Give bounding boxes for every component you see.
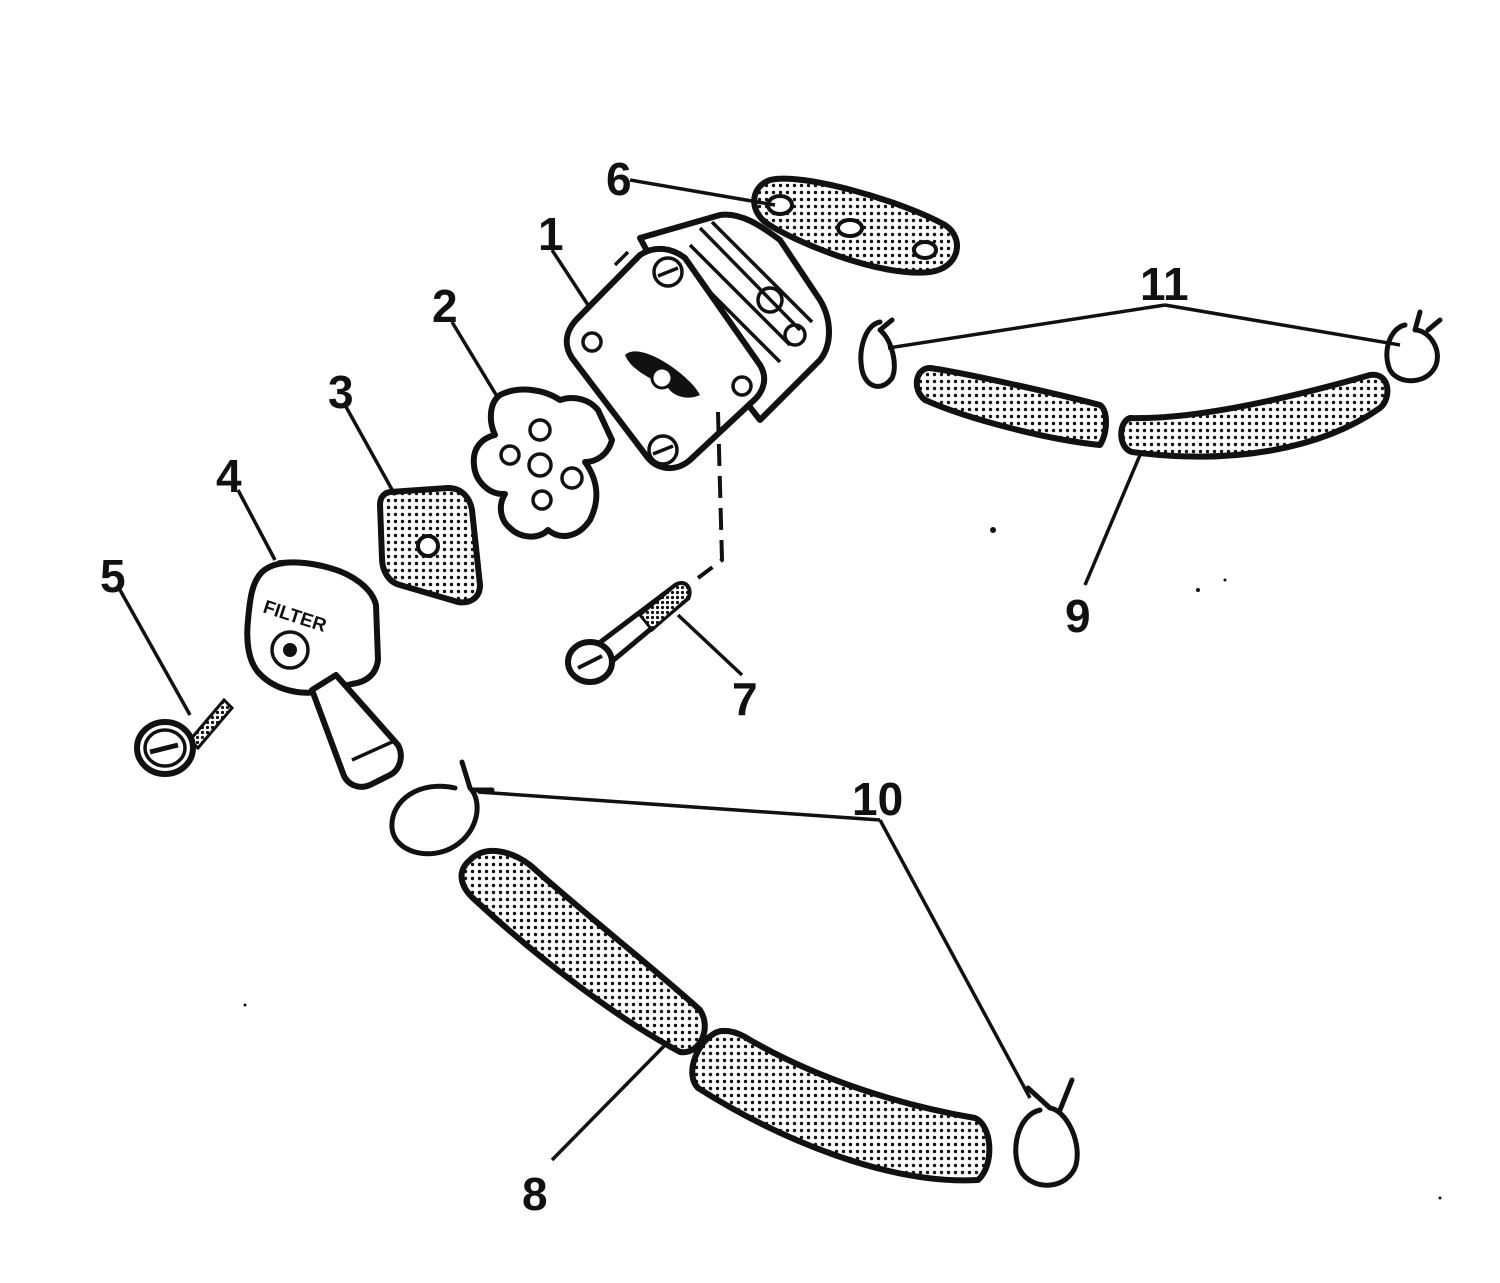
leader-4 [236, 489, 277, 561]
part-3-filter-screen [377, 485, 483, 606]
leader-6 [629, 178, 776, 207]
leader-5 [118, 589, 192, 716]
leader-9 [1083, 454, 1142, 586]
leader-3 [343, 404, 397, 496]
leader-1 [550, 249, 592, 309]
label-4: 4 [216, 450, 242, 502]
label-6: 6 [606, 153, 632, 205]
part-2-diaphragm [470, 386, 615, 540]
label-3: 3 [328, 366, 354, 418]
label-10: 10 [852, 773, 903, 825]
label-9: 9 [1065, 590, 1091, 642]
label-1: 1 [538, 208, 564, 260]
part-7-long-screw [565, 411, 725, 685]
leader-8 [550, 1038, 672, 1162]
part-5-screw [134, 697, 235, 777]
leader-7 [676, 613, 744, 677]
leader-2 [450, 321, 500, 399]
label-5: 5 [100, 550, 126, 602]
part-8-lower-hose [458, 847, 993, 1184]
part-10-lower-clamps [389, 759, 1080, 1188]
label-11: 11 [1140, 258, 1189, 310]
leader-lines [118, 178, 1401, 1162]
part-1-pump-body [563, 211, 832, 471]
label-7: 7 [732, 673, 758, 725]
label-8: 8 [522, 1168, 548, 1220]
part-9-upper-hose [913, 365, 1391, 460]
leader-11b [1164, 303, 1401, 347]
label-2: 2 [432, 280, 458, 332]
callout-labels: 1 2 3 4 5 6 7 8 9 10 11 [100, 153, 1189, 1220]
scan-specks [243, 527, 1442, 1200]
part-4-filter-cover: FILTER [244, 559, 404, 790]
part-6-gasket [751, 175, 960, 276]
leader-11a [887, 303, 1166, 350]
leader-10b [878, 819, 1032, 1099]
leader-10a [477, 790, 881, 822]
